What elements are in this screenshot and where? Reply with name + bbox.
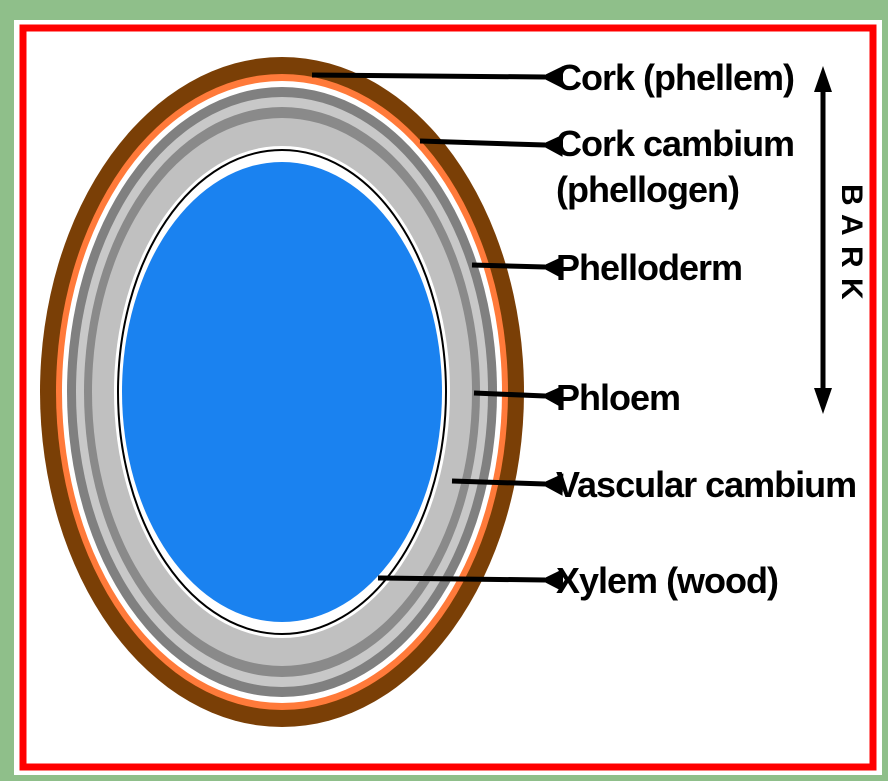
bark-letter-r: R [835,246,868,268]
stem-cross-section [40,57,524,727]
phelloderm-arrow [472,265,545,267]
bark-letter-k: K [835,278,868,300]
phloem-label: Phloem [556,377,680,418]
cork-cambium-label-line2: (phellogen) [556,169,739,210]
phelloderm-label: Phelloderm [556,247,742,288]
cork-label: Cork (phellem) [556,57,794,98]
vascular-cambium-label: Vascular cambium [556,464,856,505]
bark-letter-a: A [835,214,868,236]
cork-cambium-label: Cork cambium [556,123,794,164]
phloem-arrow [474,393,545,396]
cork-arrow [312,75,545,77]
vascular-cambium-arrow [452,481,545,484]
xylem-label: Xylem (wood) [556,560,778,601]
xylem-layer [122,162,442,622]
xylem-arrow [378,578,545,580]
bark-letter-b: B [835,184,868,206]
